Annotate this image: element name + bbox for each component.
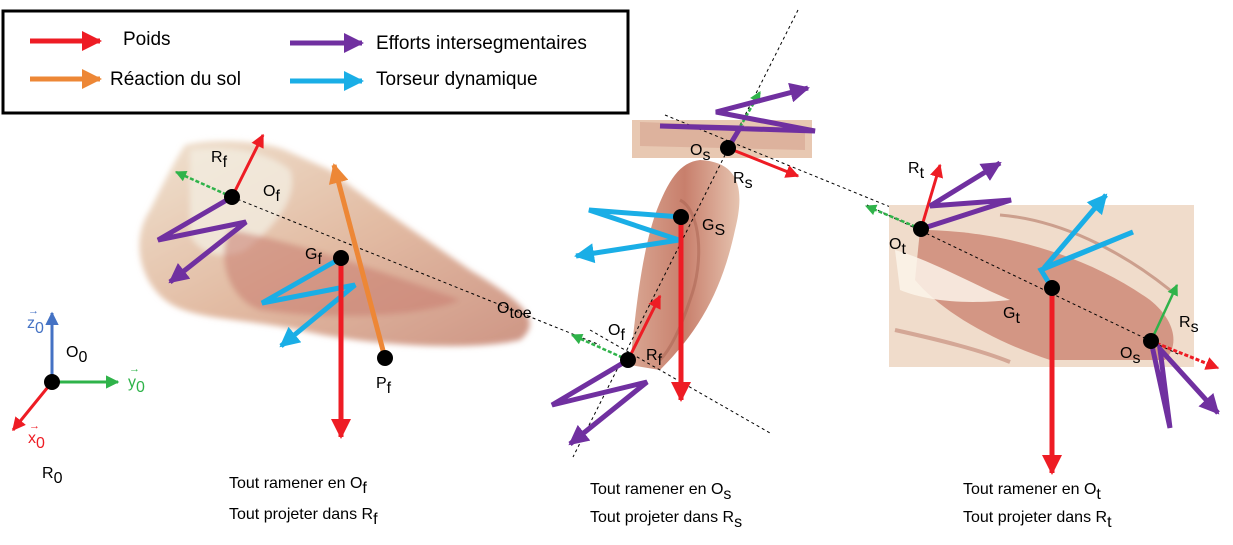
thigh-caption-line1: Tout ramener en Ot: [963, 481, 1101, 503]
z0-vector-mark: →: [28, 305, 39, 317]
origin-O0-label: O0: [66, 344, 87, 366]
shank-Rs-x-axis: [727, 146, 800, 178]
thigh-Rs-x-axis: [1150, 339, 1220, 370]
legend-torseur-label: Torseur dynamique: [376, 69, 538, 90]
shank-efforts-bottom-arrow: [550, 357, 649, 446]
shank-efforts-top-arrow: [659, 82, 816, 150]
foot-Rf-x-axis: [230, 133, 265, 198]
legend: Poids Réaction du sol Efforts intersegme…: [1, 9, 630, 115]
thigh-Rt-label: Rt: [908, 160, 925, 182]
shank-Os-label: Os: [690, 142, 710, 164]
foot-Pf-point: [377, 350, 393, 366]
thigh-caption-line2: Tout projeter dans Rt: [963, 509, 1112, 531]
shank-panel: Os Rs GS Of Rf Tout ramener en Os Tout p…: [550, 9, 911, 531]
foot-caption-line1: Tout ramener en Of: [229, 475, 367, 497]
thigh-Ot-point: [913, 221, 929, 237]
thigh-Os-label: Os: [1120, 345, 1140, 367]
thigh-Gt-label: Gt: [1003, 305, 1020, 327]
shank-caption-line1: Tout ramener en Os: [590, 481, 731, 503]
shank-Gs-label: GS: [702, 217, 725, 239]
thigh-Ot-label: Ot: [889, 236, 906, 258]
thigh-Gt-point: [1044, 280, 1060, 296]
foot-caption-line2: Tout projeter dans Rf: [229, 506, 378, 528]
thigh-panel: Rt Ot Gt Os Rs Tout ramener en Ot Tout p…: [864, 160, 1220, 531]
foot-axis-line: [231, 196, 601, 346]
global-frame: z0 → y0 → x0 → O0 R0: [11, 305, 145, 487]
shank-Rs-dashed-line: [664, 114, 911, 216]
foot-efforts-arrow: [156, 194, 248, 284]
foot-Gf-label: Gf: [305, 246, 322, 268]
legend-efforts-label: Efforts intersegmentaires: [376, 33, 587, 54]
foot-torseur-arrow: [260, 255, 357, 348]
foot-Otoe-label: Otoe: [497, 300, 532, 322]
legend-frame: [1, 9, 630, 115]
y0-vector-mark: →: [129, 363, 140, 375]
y0-label: y0: [128, 374, 145, 396]
thigh-efforts-top-arrow: [920, 160, 1012, 232]
legend-reaction-label: Réaction du sol: [110, 69, 241, 90]
x0-vector-mark: →: [29, 420, 40, 432]
thigh-Rt-y-axis: [864, 204, 922, 231]
legend-poids-label: Poids: [123, 29, 171, 50]
shank-Os-point: [720, 140, 736, 156]
shank-Of-point: [620, 352, 636, 368]
foot-Gf-point: [333, 250, 349, 266]
thigh-anatomy-image: [889, 205, 1194, 367]
foot-Of-point: [224, 189, 240, 205]
shank-Gs-point: [673, 209, 689, 225]
shank-torseur-arrow: [574, 207, 682, 264]
shank-Rf-label: Rf: [646, 347, 663, 369]
foot-reaction-arrow: [328, 163, 388, 359]
shank-Rs-label: Rs: [733, 170, 753, 192]
foot-panel: Rf Of Gf Pf Otoe Tout ramener en Of Tout…: [139, 133, 601, 528]
thigh-Os-point: [1143, 333, 1159, 349]
foot-Rf-y-axis: [174, 170, 233, 199]
shank-Rf-y-axis: [570, 333, 629, 362]
foot-Of-label: Of: [263, 183, 280, 205]
shank-Rs-y-axis: [726, 91, 762, 149]
R0-label: R0: [42, 465, 63, 487]
thigh-efforts-bottom-arrow: [1148, 340, 1220, 429]
x0-label: x0: [28, 430, 45, 452]
z0-label: z0: [27, 315, 44, 337]
foot-Pf-label: Pf: [376, 375, 392, 397]
thigh-Rs-label: Rs: [1179, 314, 1199, 336]
shank-Of-label: Of: [608, 322, 625, 344]
shank-caption-line2: Tout projeter dans Rs: [590, 509, 742, 531]
x0-axis: [11, 381, 54, 432]
thigh-torseur-arrow: [1037, 193, 1134, 290]
thigh-Rt-x-axis: [919, 163, 944, 230]
foot-Rf-label: Rf: [211, 149, 228, 171]
origin-O0-point: [44, 374, 60, 390]
thigh-Rs-y-axis: [1149, 283, 1179, 342]
thigh-axis-line: [866, 204, 1181, 356]
shank-Rf-x-axis: [626, 294, 662, 361]
